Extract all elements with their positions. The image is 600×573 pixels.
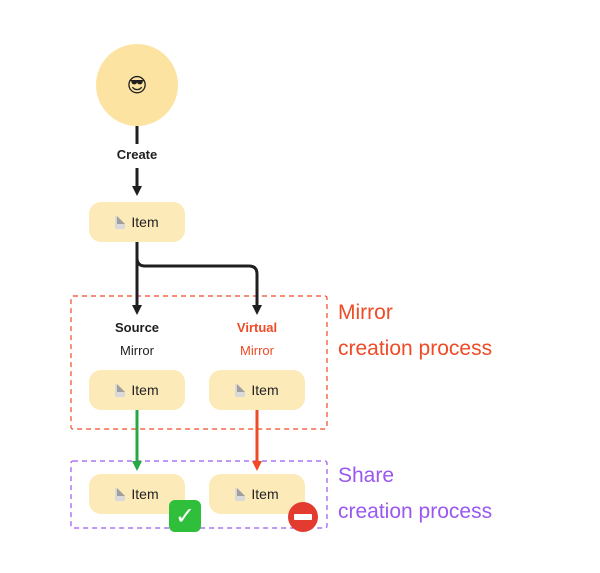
document-icon <box>115 215 126 229</box>
create-label: Create <box>116 147 158 162</box>
share-group-label: Share creation process <box>338 458 492 530</box>
item-label: Item <box>131 382 159 398</box>
item-node-virtual-mirror: Item <box>209 370 305 410</box>
item-node-top: Item <box>89 202 185 242</box>
document-icon <box>115 383 126 397</box>
mirror-group-label: Mirror creation process <box>338 295 492 367</box>
share-group-box <box>70 460 328 529</box>
share-group-line1: Share <box>338 464 395 487</box>
item-node-source-mirror: Item <box>89 370 185 410</box>
mirror-group-line1: Mirror <box>338 301 393 324</box>
document-icon <box>235 487 246 501</box>
mirror-group-box <box>70 295 328 430</box>
item-node-virtual-share: Item <box>209 474 305 514</box>
source-subtitle: Mirror <box>120 343 154 358</box>
item-label: Item <box>131 486 159 502</box>
virtual-subtitle: Mirror <box>240 343 274 358</box>
no-entry-icon <box>288 502 318 532</box>
document-icon <box>235 383 246 397</box>
sunglasses-face-icon: 😎 <box>126 74 148 97</box>
item-label: Item <box>251 486 279 502</box>
item-node-source-share: Item <box>89 474 185 514</box>
item-label: Item <box>251 382 279 398</box>
avatar: 😎 <box>96 44 178 126</box>
item-to-virtual-arrow <box>135 257 262 315</box>
item-label: Item <box>131 214 159 230</box>
mirror-group-line2: creation process <box>338 337 493 360</box>
source-title: Source <box>114 320 160 335</box>
check-mark-icon: ✓ <box>169 500 201 532</box>
document-icon <box>115 487 126 501</box>
share-group-line2: creation process <box>338 500 493 523</box>
virtual-title: Virtual <box>236 320 278 335</box>
